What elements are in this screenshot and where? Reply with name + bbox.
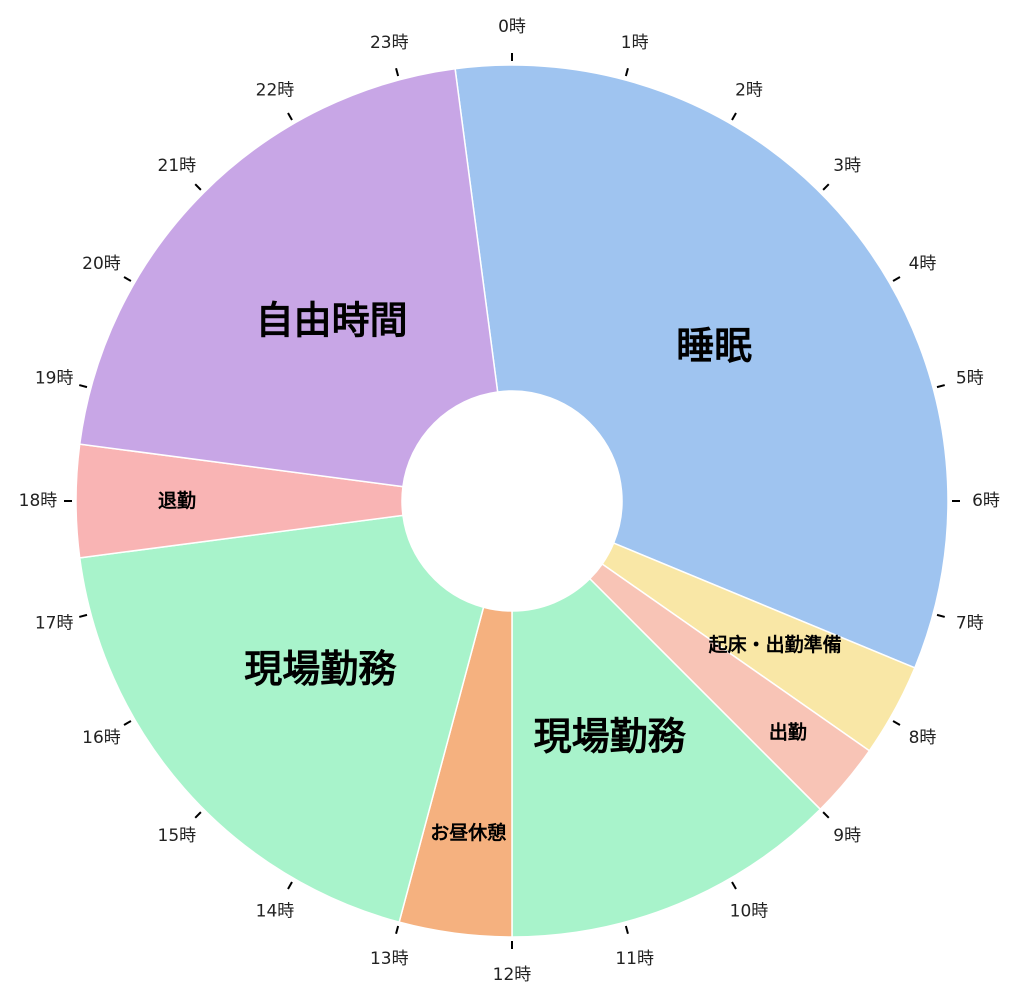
slice-label: 退勤 [158, 489, 196, 512]
hour-tick [936, 613, 945, 618]
hour-tick [892, 720, 901, 726]
hour-tick [822, 183, 830, 191]
hour-label: 17時 [35, 614, 74, 634]
hour-label: 6時 [972, 491, 1000, 511]
hour-tick [287, 112, 293, 121]
hour-label: 20時 [82, 254, 121, 274]
hour-tick [624, 68, 629, 77]
hour-tick [624, 925, 629, 934]
hour-tick [194, 183, 202, 191]
pie-slice [78, 67, 499, 488]
hour-label: 5時 [956, 368, 984, 388]
hour-tick [731, 881, 737, 890]
pie-slice [511, 577, 822, 938]
slice-label: 自由時間 [256, 299, 408, 343]
hour-label: 1時 [621, 33, 649, 53]
hour-label: 19時 [35, 368, 74, 388]
hour-label: 3時 [833, 156, 861, 176]
hour-label: 15時 [158, 826, 197, 846]
hour-label: 10時 [730, 901, 769, 921]
hour-tick [79, 613, 88, 618]
hour-tick [395, 925, 400, 934]
hour-label: 11時 [615, 949, 654, 969]
hour-label: 12時 [493, 965, 532, 985]
hour-tick [731, 112, 737, 121]
slice-label: 現場勤務 [534, 715, 687, 759]
hour-tick [395, 68, 400, 77]
hour-label: 0時 [498, 17, 526, 37]
hour-label: 4時 [909, 254, 937, 274]
hour-tick [123, 720, 132, 726]
hour-tick [79, 384, 88, 389]
hour-label: 21時 [158, 156, 197, 176]
hour-label: 8時 [909, 728, 937, 748]
hour-label: 18時 [19, 491, 58, 511]
pie-slice [78, 514, 485, 924]
hour-label: 23時 [370, 33, 409, 53]
pie-slice [454, 64, 949, 669]
hour-label: 13時 [370, 949, 409, 969]
hour-label: 9時 [833, 826, 861, 846]
hour-label: 14時 [256, 901, 295, 921]
hour-label: 16時 [82, 728, 121, 748]
hour-label: 2時 [735, 81, 763, 101]
hour-tick [936, 384, 945, 389]
slice-label: 起床・出勤準備 [708, 633, 842, 656]
hour-tick [123, 276, 132, 282]
hour-tick [194, 811, 202, 819]
slice-label: 睡眠 [676, 324, 752, 368]
hour-tick [892, 276, 901, 282]
slice-label: 出勤 [769, 720, 807, 743]
slice-label: お昼休憩 [430, 821, 506, 844]
hour-tick [287, 881, 293, 890]
slice-label: 現場勤務 [244, 647, 397, 691]
hour-tick [822, 811, 830, 819]
hour-label: 22時 [256, 81, 295, 101]
hour-label: 7時 [956, 614, 984, 634]
